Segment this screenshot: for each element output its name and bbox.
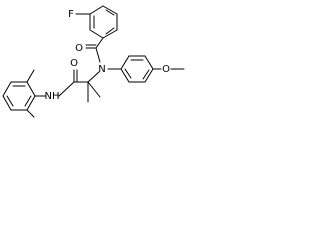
- bond-ring-to-methyl-top: [26, 69, 35, 83]
- methoxyphenyl-ring: [120, 55, 154, 83]
- bond-n-to-quaternary-carbon: [87, 71, 100, 83]
- dimethylphenyl-ring: [2, 81, 36, 111]
- bond-quaternary-to-methyl-b: [87, 81, 101, 98]
- molecule-structure: F O N O NH O: [2, 5, 185, 118]
- tertiary-nitrogen-label: N: [98, 64, 105, 75]
- methoxy-oxygen-label: O: [162, 64, 170, 75]
- bond-amide-carbon-to-nh: [58, 81, 75, 97]
- bond-carbonyl-to-n: [95, 47, 101, 63]
- amide-oxygen-label: O: [70, 58, 78, 69]
- amide-nh-label: NH: [45, 91, 60, 102]
- fluorobenzene-ring: [89, 5, 118, 39]
- bond-ring-to-carbonyl: [95, 37, 104, 49]
- fluorine-label: F: [68, 9, 74, 20]
- carbonyl-oxygen-label: O: [75, 43, 83, 54]
- bond-ring-to-methyl-bottom: [26, 109, 35, 118]
